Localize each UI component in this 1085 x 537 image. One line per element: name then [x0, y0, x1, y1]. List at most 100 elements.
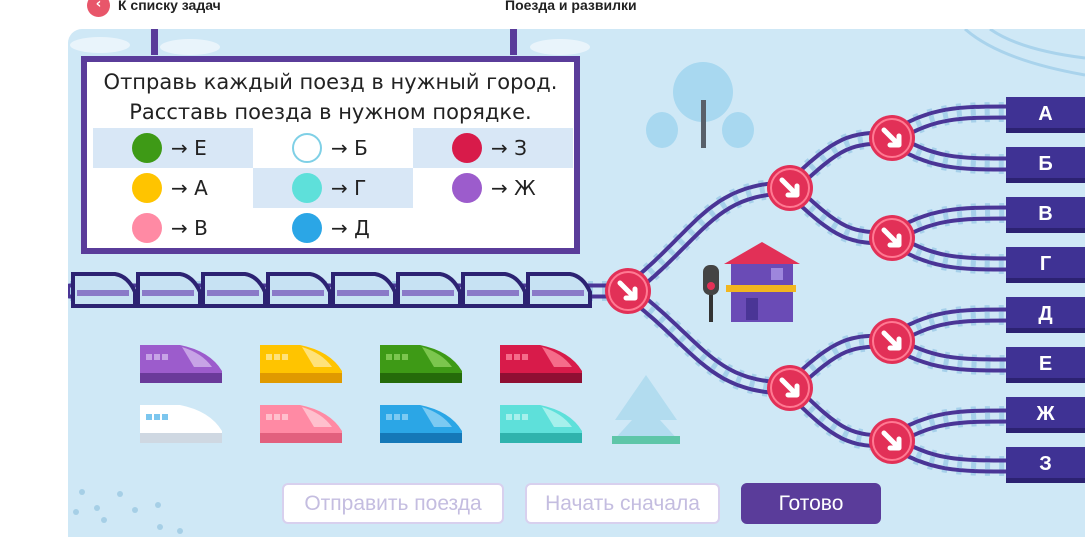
train-pink[interactable]	[260, 405, 342, 443]
empty-wagon	[201, 272, 267, 308]
train-window	[514, 414, 520, 420]
switch-arrow	[779, 177, 800, 198]
empty-wagon	[266, 272, 332, 308]
switch-arrow-icon[interactable]	[869, 115, 915, 161]
train-color-dot	[292, 213, 322, 243]
snow-drift	[160, 39, 220, 55]
back-arrow-icon[interactable]: ‹	[87, 0, 110, 17]
house-door	[746, 298, 758, 320]
paw-print-icon	[177, 528, 183, 534]
legend-destination: → Б	[331, 136, 368, 160]
train-window	[274, 354, 280, 360]
train-window	[402, 414, 408, 420]
city-label: З	[1006, 447, 1085, 483]
wagon-stripe	[532, 290, 584, 296]
wagon-stripe	[402, 290, 454, 296]
train-base	[140, 373, 222, 383]
train-window	[266, 414, 272, 420]
bush	[646, 112, 678, 148]
back-to-tasks-link[interactable]: К списку задач	[118, 0, 221, 13]
train-windshield	[422, 407, 452, 427]
task-board: Отправь каждый поезд в нужный город. Рас…	[81, 56, 580, 254]
legend-destination: → В	[171, 216, 208, 240]
city-label: Ж	[1006, 397, 1085, 433]
house-sign	[726, 285, 796, 292]
legend-destination: → Д	[331, 216, 370, 240]
legend-destination: → З	[491, 136, 527, 160]
city-label: Д	[1006, 297, 1085, 333]
house-roof	[724, 242, 800, 264]
train-base	[500, 433, 582, 443]
empty-wagon	[396, 272, 462, 308]
train-window	[386, 414, 392, 420]
switch-arrow-icon[interactable]	[605, 268, 651, 314]
train-cyan[interactable]	[500, 405, 582, 443]
track-upper-ties	[625, 184, 791, 294]
snow-drift	[530, 39, 590, 55]
train-white[interactable]	[140, 405, 222, 443]
train-purple[interactable]	[140, 345, 222, 383]
wagon-stripe	[272, 290, 324, 296]
train-color-dot	[132, 173, 162, 203]
board-hanger	[151, 29, 158, 55]
legend-destination: → Г	[331, 176, 367, 200]
train-window	[394, 354, 400, 360]
train-window	[522, 414, 528, 420]
switch-arrow-icon[interactable]	[869, 215, 915, 261]
train-color-dot	[292, 133, 322, 163]
switch-arrow	[881, 430, 902, 451]
train-window	[506, 414, 512, 420]
send-trains-button[interactable]: Отправить поезда	[282, 483, 504, 524]
switch-ring	[872, 218, 912, 258]
legend-item: → Б	[253, 128, 413, 168]
switch-ring	[872, 118, 912, 158]
paw-print-icon	[79, 489, 85, 495]
legend-item: → А	[93, 168, 253, 208]
train-window	[282, 354, 288, 360]
traffic-light-icon	[703, 265, 719, 295]
paw-print-icon	[101, 517, 107, 523]
switch-arrow-icon[interactable]	[869, 418, 915, 464]
train-window	[274, 414, 280, 420]
done-button[interactable]: Готово	[741, 483, 881, 524]
train-red[interactable]	[500, 345, 582, 383]
paw-print-icon	[94, 505, 100, 511]
color-legend: → Е→ Б→ З→ А→ Г→ Ж→ В→ Д	[93, 128, 573, 248]
game-area: Отправь каждый поезд в нужный город. Рас…	[68, 29, 1085, 537]
bush	[722, 112, 754, 148]
train-windshield	[182, 347, 212, 367]
empty-wagon	[331, 272, 397, 308]
house-window	[771, 268, 783, 280]
signal-pole	[709, 282, 713, 322]
track-l2-ties	[787, 385, 893, 445]
page-title: Поезда и развилки	[505, 0, 637, 13]
switch-arrow	[779, 377, 800, 398]
train-base	[380, 433, 462, 443]
switch-ring	[770, 168, 810, 208]
tree-trunk	[701, 100, 706, 148]
legend-item: → Г	[253, 168, 413, 208]
train-color-dot	[132, 213, 162, 243]
train-window	[402, 354, 408, 360]
switch-arrow	[617, 280, 638, 301]
switch-arrow-icon[interactable]	[767, 165, 813, 211]
river-line	[964, 29, 1085, 77]
board-hanger	[510, 29, 517, 55]
train-window	[146, 354, 152, 360]
switch-arrow	[881, 330, 902, 351]
empty-wagon	[136, 272, 202, 308]
switch-arrow-icon[interactable]	[767, 365, 813, 411]
switch-ring	[770, 368, 810, 408]
fir-tree	[612, 375, 680, 442]
switch-arrow-icon[interactable]	[869, 318, 915, 364]
station-house	[724, 242, 800, 322]
train-green[interactable]	[380, 345, 462, 383]
train-window	[146, 414, 152, 420]
train-yellow[interactable]	[260, 345, 342, 383]
train-base	[260, 373, 342, 383]
train-blue[interactable]	[380, 405, 462, 443]
fir-tree-base	[612, 436, 680, 444]
train-base	[500, 373, 582, 383]
train-window	[154, 354, 160, 360]
restart-button[interactable]: Начать сначала	[525, 483, 720, 524]
